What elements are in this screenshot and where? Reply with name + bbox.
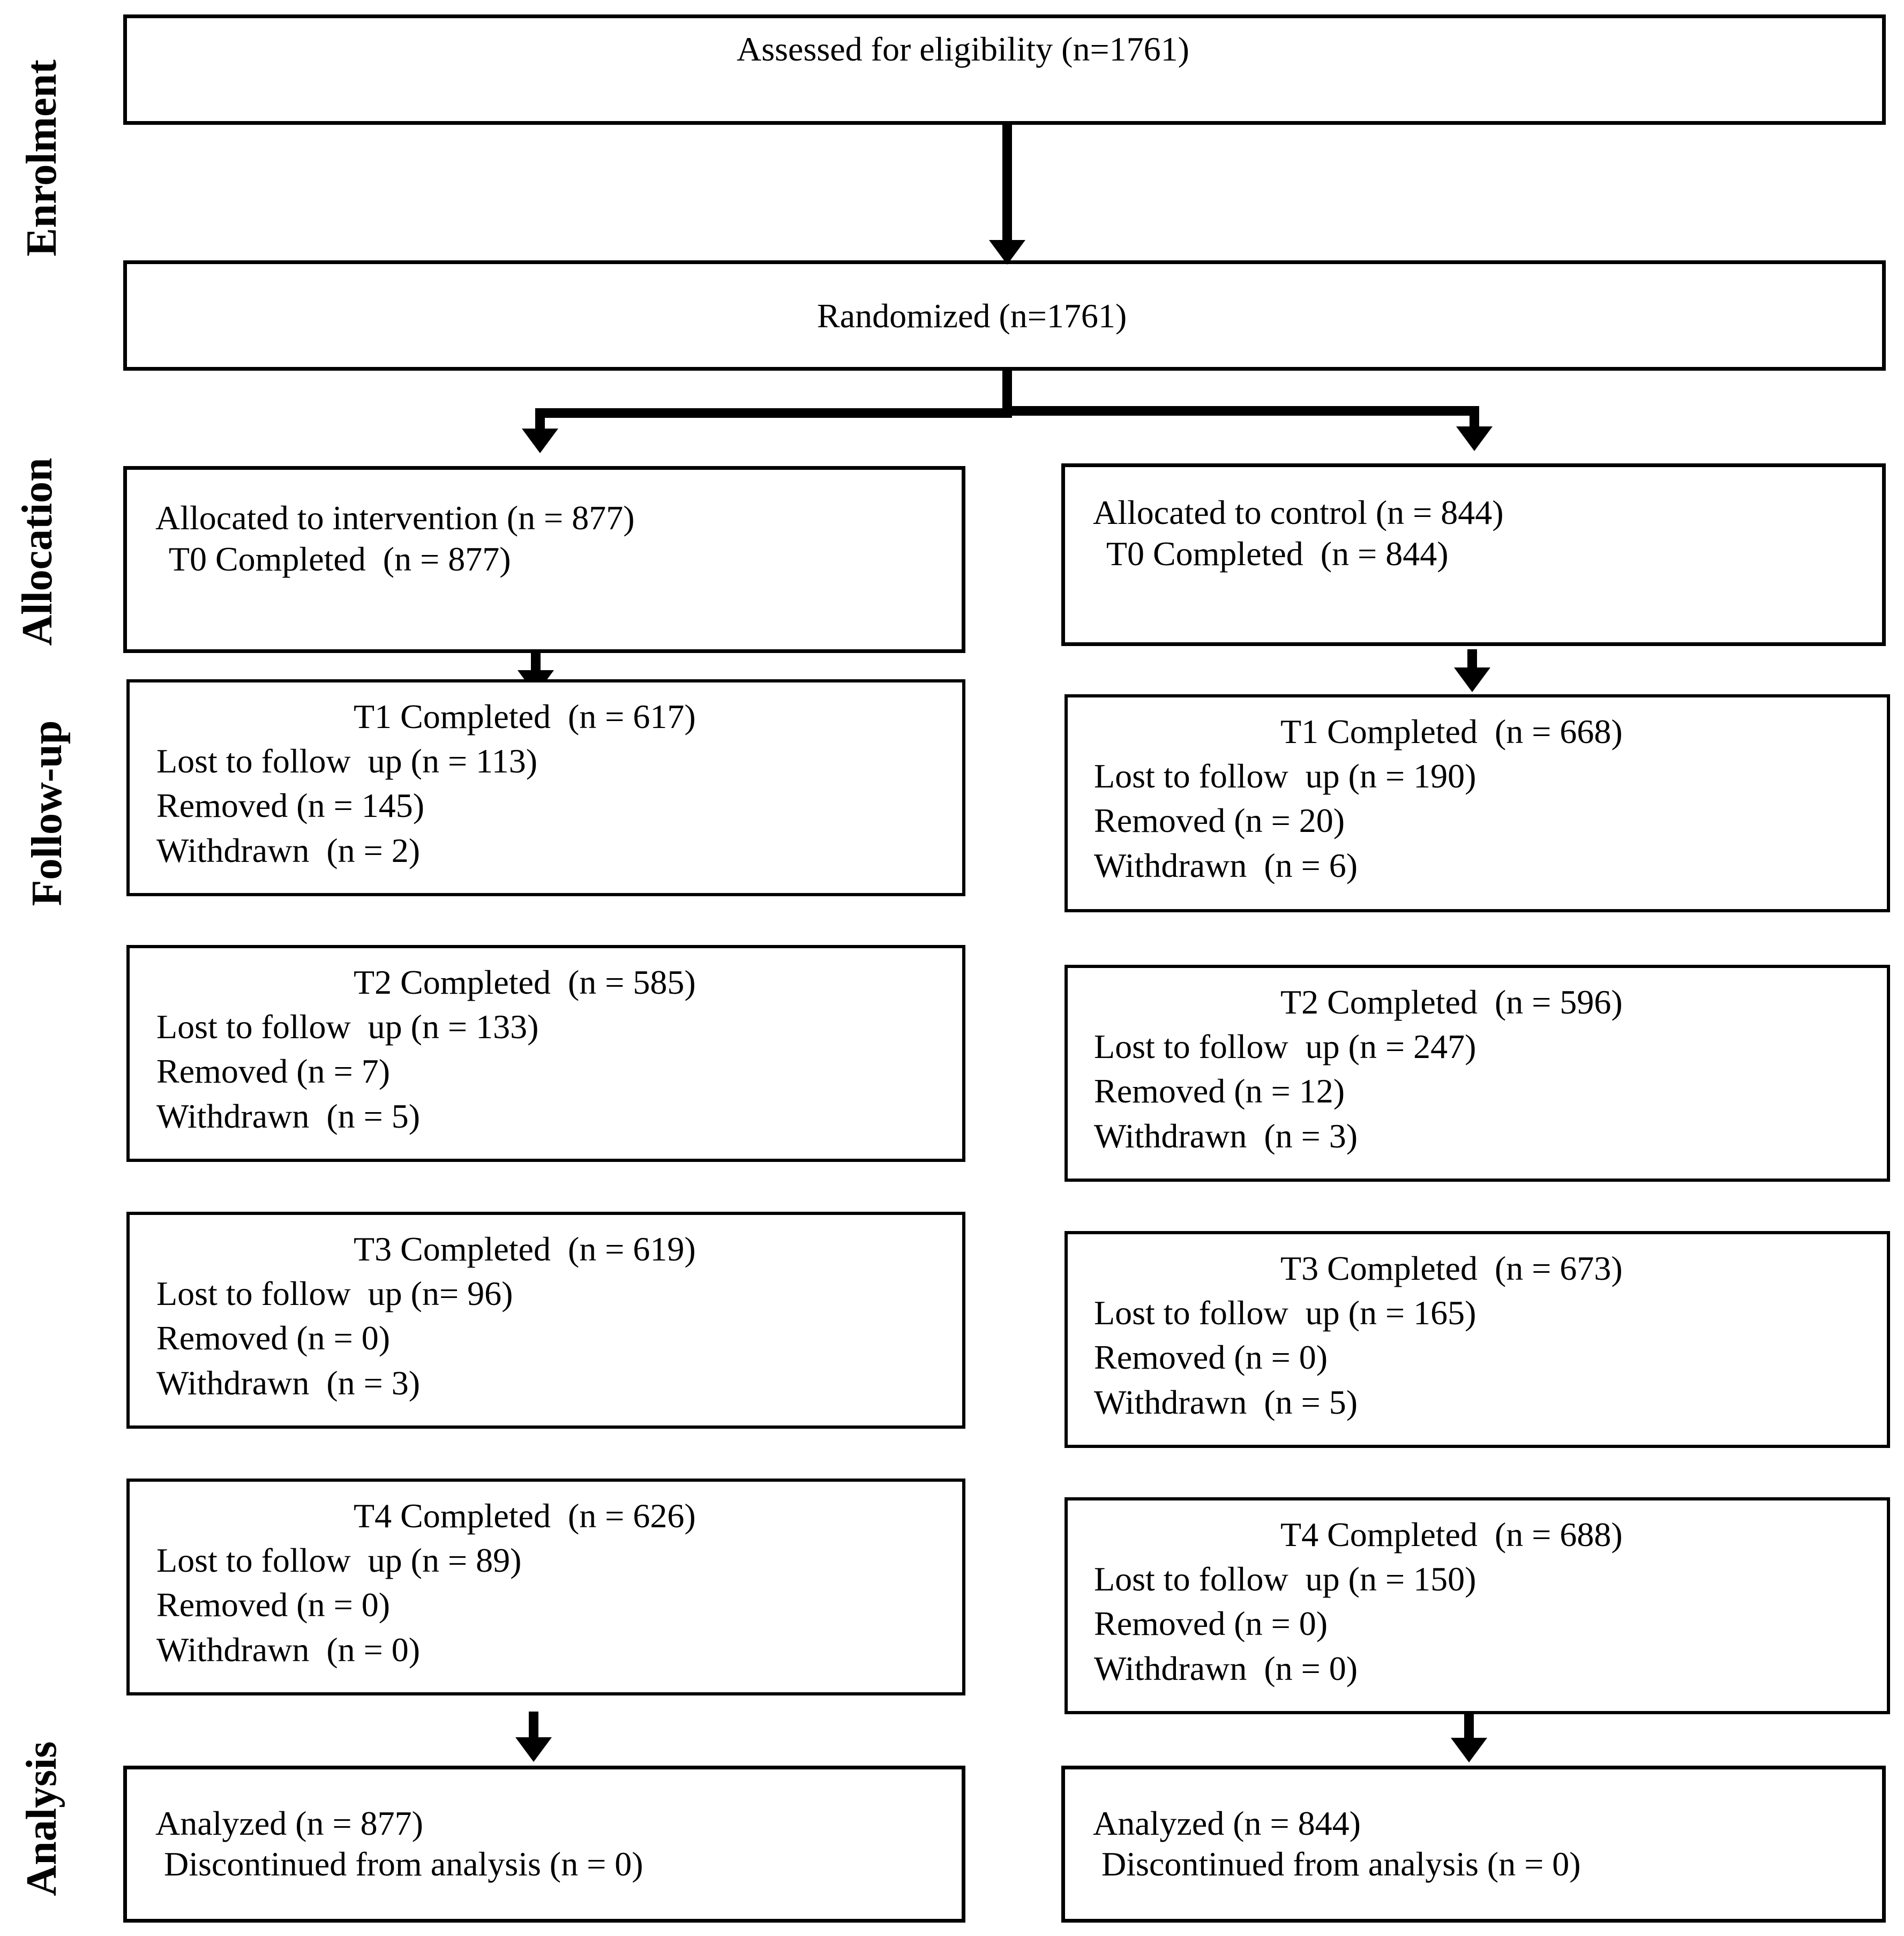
randomized-box (123, 260, 1886, 371)
intervention-allocation-line-2: T0 Completed (n = 877) (161, 540, 511, 578)
intervention-t3-box (126, 1212, 965, 1429)
intervention-t4-completed: T4 Completed (n = 626) (354, 1497, 696, 1535)
connector-intervention-analysis (529, 1712, 538, 1738)
control-analysis-box (1061, 1766, 1886, 1923)
control-t4-withdrawn: Withdrawn (n = 0) (1094, 1649, 1358, 1687)
intervention-analysis-box (123, 1766, 965, 1923)
control-t3-lost: Lost to follow up (n = 165) (1094, 1294, 1476, 1332)
intervention-t2-withdrawn: Withdrawn (n = 5) (156, 1097, 421, 1135)
stage-label-enrolment: Enrolment (18, 59, 65, 257)
stage-label-follow-up: Follow-up (24, 720, 71, 906)
connector-left-down (535, 408, 545, 430)
connector-split-left (535, 408, 1012, 418)
intervention-analyzed: Analyzed (n = 877) (155, 1804, 423, 1842)
intervention-t2-lost: Lost to follow up (n = 133) (156, 1008, 539, 1046)
arrowhead-control (1456, 426, 1493, 451)
control-t4-removed: Removed (n = 0) (1094, 1604, 1328, 1642)
intervention-t4-removed: Removed (n = 0) (156, 1586, 390, 1624)
intervention-t3-removed: Removed (n = 0) (156, 1319, 390, 1357)
control-t1-completed: T1 Completed (n = 668) (1280, 712, 1623, 751)
intervention-t4-box (126, 1479, 965, 1695)
connector-intervention-t1 (531, 653, 541, 671)
assessed-text: Assessed for eligibility (n=1761) (737, 30, 1189, 68)
assessed-box (123, 14, 1886, 125)
control-t3-removed: Removed (n = 0) (1094, 1338, 1328, 1376)
intervention-t4-lost: Lost to follow up (n = 89) (156, 1541, 522, 1579)
connector-control-analysis (1464, 1714, 1474, 1739)
intervention-t3-completed: T3 Completed (n = 619) (354, 1230, 696, 1268)
intervention-t3-lost: Lost to follow up (n= 96) (156, 1274, 513, 1312)
arrowhead-intervention (522, 429, 558, 453)
intervention-t2-completed: T2 Completed (n = 585) (354, 963, 696, 1001)
arrowhead-control-analysis (1451, 1738, 1487, 1762)
control-t2-withdrawn: Withdrawn (n = 3) (1094, 1117, 1358, 1155)
connector-split-right (1002, 406, 1479, 416)
control-t3-withdrawn: Withdrawn (n = 5) (1094, 1383, 1358, 1421)
control-t4-lost: Lost to follow up (n = 150) (1094, 1560, 1476, 1598)
connector-right-down (1470, 406, 1479, 427)
control-t1-lost: Lost to follow up (n = 190) (1094, 757, 1476, 795)
stage-label-allocation: Allocation (14, 457, 61, 646)
intervention-t2-box (126, 945, 965, 1162)
control-t3-completed: T3 Completed (n = 673) (1280, 1249, 1623, 1287)
intervention-t4-withdrawn: Withdrawn (n = 0) (156, 1631, 421, 1669)
intervention-allocation-box (123, 466, 965, 653)
control-discontinued: Discontinued from analysis (n = 0) (1093, 1845, 1581, 1883)
connector-assessed-randomized (1002, 125, 1012, 242)
control-t2-box (1065, 965, 1890, 1182)
arrowhead-randomized (989, 240, 1025, 265)
intervention-t1-withdrawn: Withdrawn (n = 2) (156, 831, 421, 869)
randomized-text: Randomized (n=1761) (817, 297, 1127, 335)
connector-randomized-split (1002, 371, 1012, 409)
control-t2-lost: Lost to follow up (n = 247) (1094, 1027, 1476, 1065)
control-t2-completed: T2 Completed (n = 596) (1280, 983, 1623, 1021)
control-t1-withdrawn: Withdrawn (n = 6) (1094, 846, 1358, 884)
arrowhead-control-t1 (1454, 667, 1490, 692)
control-t1-box (1065, 694, 1890, 912)
control-t3-box (1065, 1231, 1890, 1448)
arrowhead-intervention-analysis (515, 1737, 552, 1762)
control-t1-removed: Removed (n = 20) (1094, 801, 1345, 839)
intervention-t1-box (126, 679, 965, 896)
connector-control-t1 (1467, 649, 1477, 669)
intervention-discontinued: Discontinued from analysis (n = 0) (155, 1845, 643, 1883)
control-allocation-line-1: Allocated to control (n = 844) (1093, 493, 1504, 531)
intervention-t1-removed: Removed (n = 145) (156, 786, 424, 824)
control-allocation-line-2: T0 Completed (n = 844) (1098, 535, 1449, 573)
stage-label-analysis: Analysis (18, 1741, 65, 1896)
intervention-t1-lost: Lost to follow up (n = 113) (156, 742, 537, 780)
intervention-t3-withdrawn: Withdrawn (n = 3) (156, 1364, 421, 1402)
intervention-t2-removed: Removed (n = 7) (156, 1052, 390, 1090)
control-analyzed: Analyzed (n = 844) (1093, 1804, 1361, 1842)
intervention-t1-completed: T1 Completed (n = 617) (354, 697, 696, 736)
control-allocation-box (1061, 463, 1886, 646)
control-t2-removed: Removed (n = 12) (1094, 1072, 1345, 1110)
control-t4-box (1065, 1497, 1890, 1714)
control-t4-completed: T4 Completed (n = 688) (1280, 1515, 1623, 1554)
intervention-allocation-line-1: Allocated to intervention (n = 877) (155, 499, 635, 537)
